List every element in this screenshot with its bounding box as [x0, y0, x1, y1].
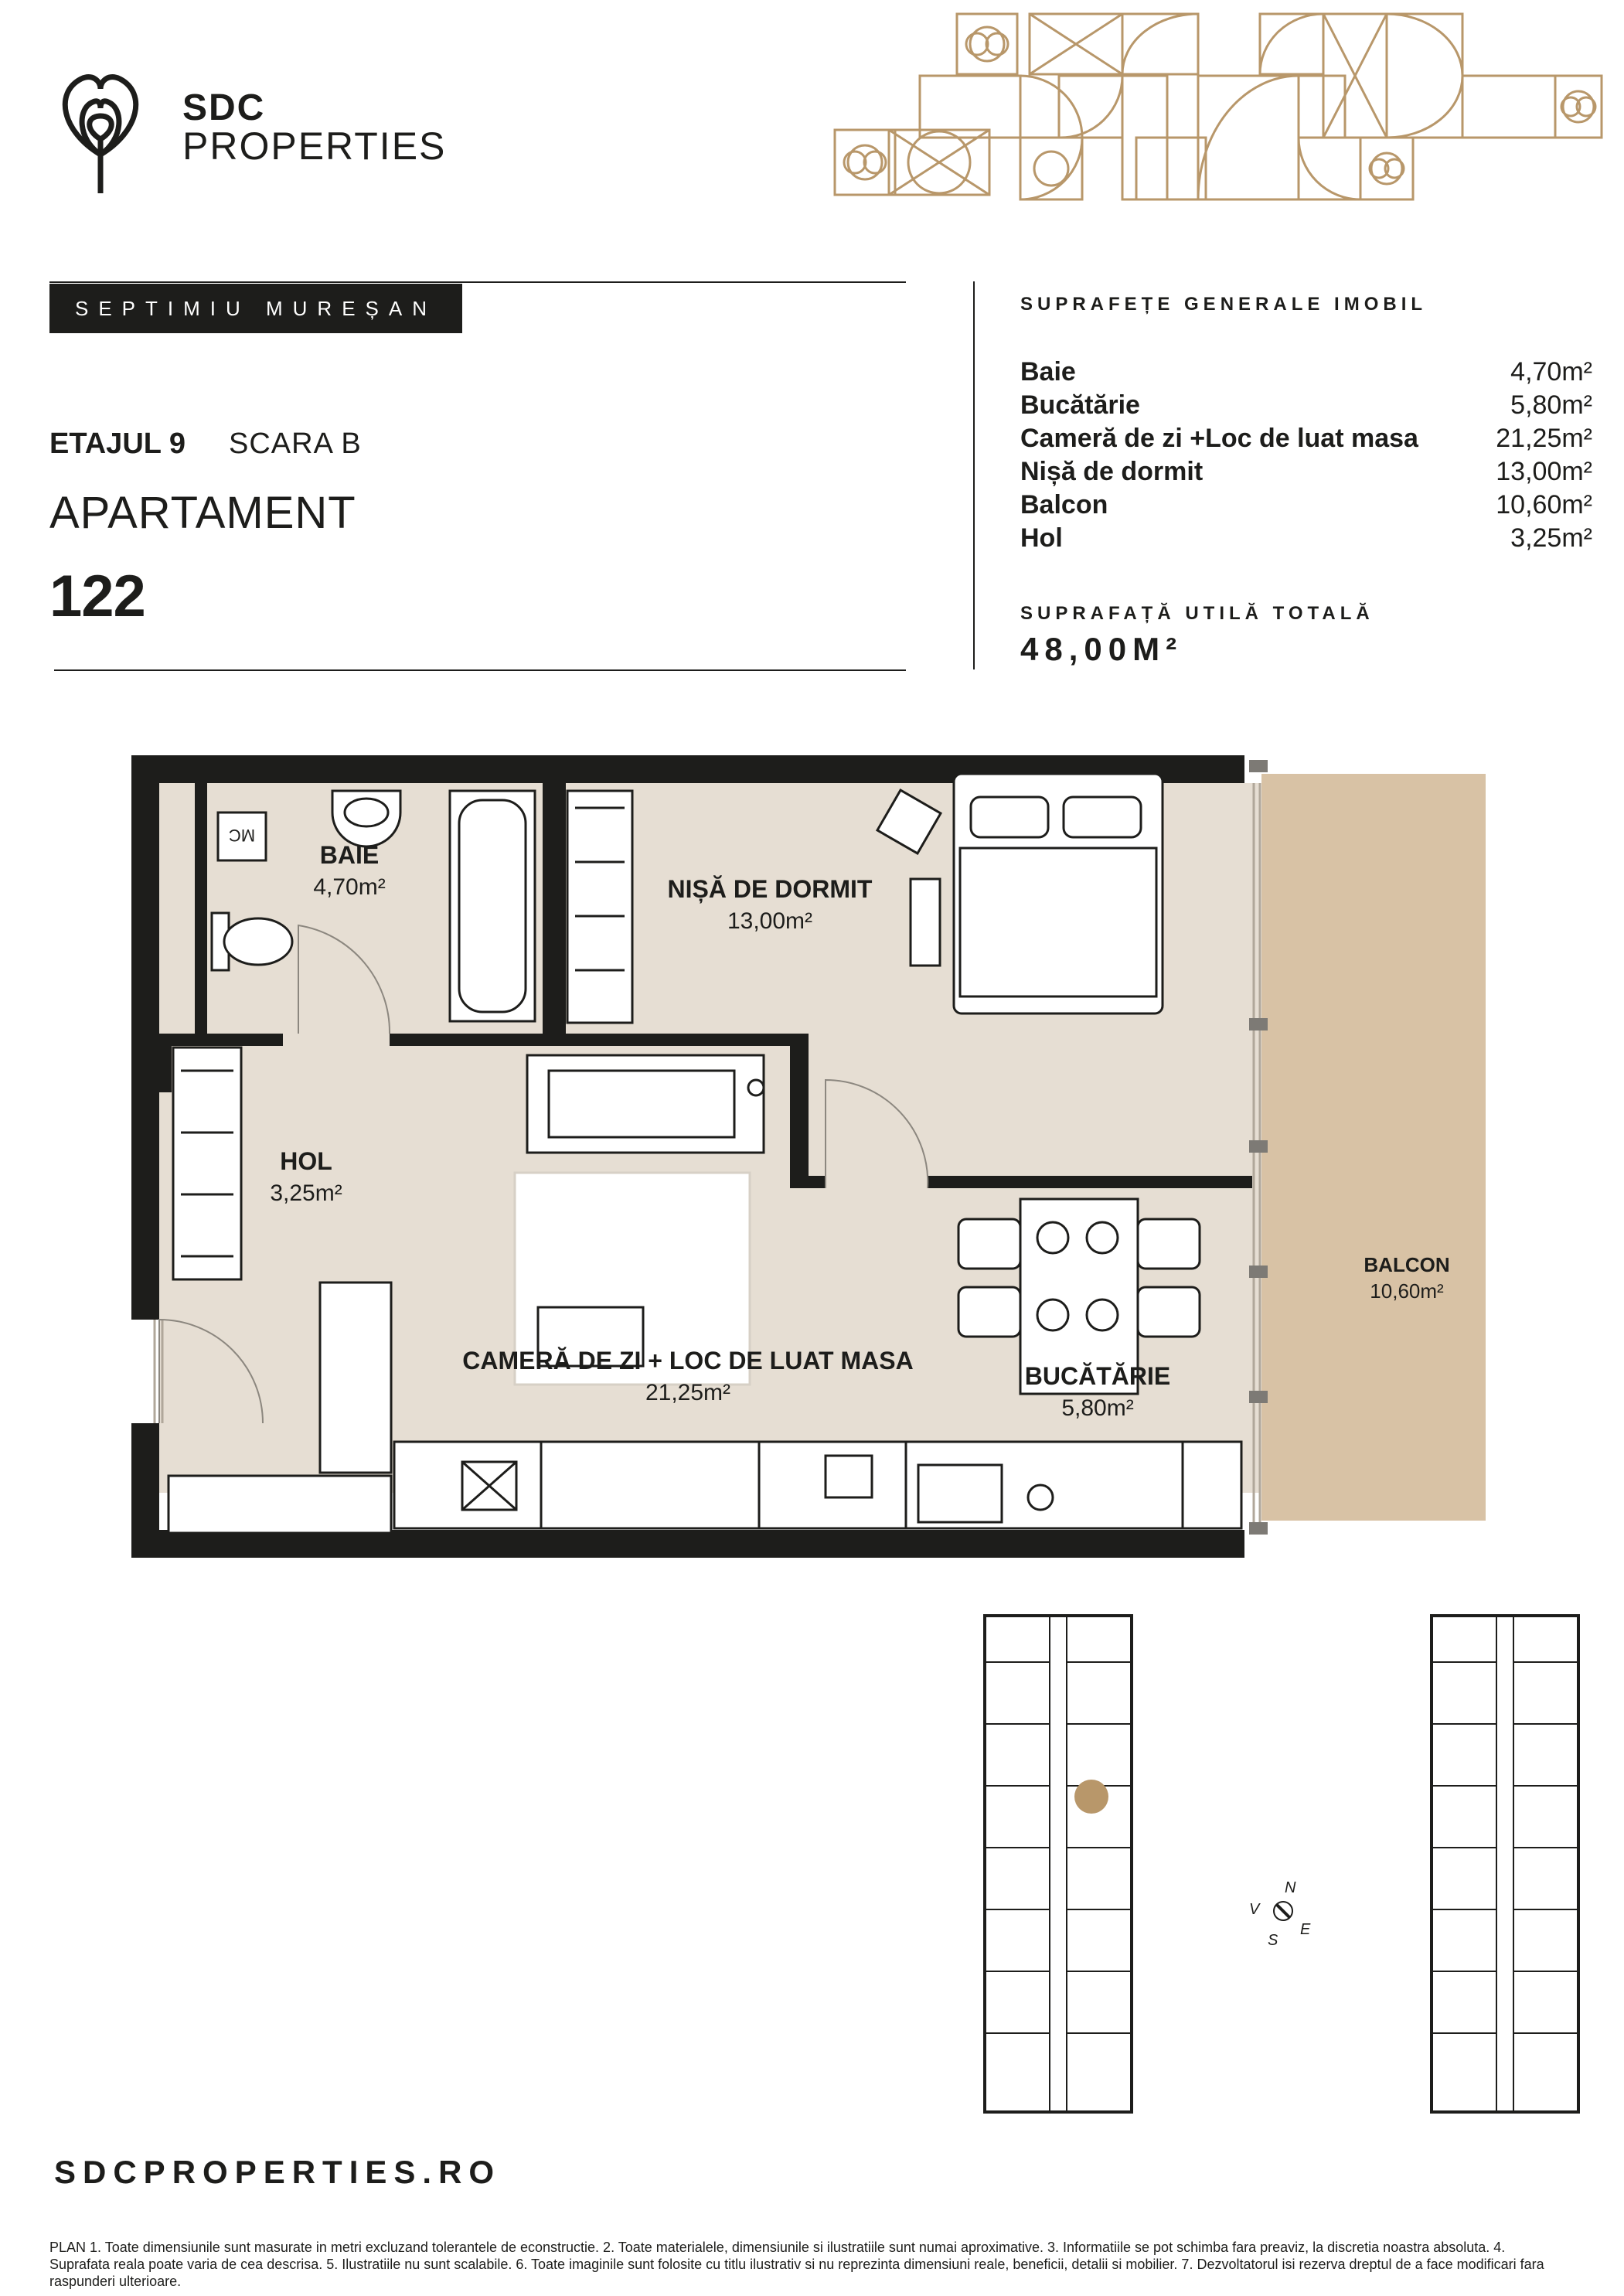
kitchen-counter: [393, 1440, 1243, 1530]
logo-name-line1: SDC: [182, 87, 266, 128]
surface-row-hol: Hol 3,25m²: [1020, 523, 1592, 556]
legal-disclaimer: PLAN 1. Toate dimensiunile sunt masurate…: [49, 2240, 1544, 2289]
wardrobe-bedroom: [566, 789, 634, 1024]
header-bottom-rule: [54, 669, 906, 671]
room-name-baie: BAIE: [320, 841, 379, 869]
header-top-rule: [49, 281, 906, 283]
surface-row-nisa: Nișă de dormit 13,00m²: [1020, 457, 1592, 489]
balcony-floor: [1261, 774, 1486, 1521]
compass-east: E: [1300, 1921, 1311, 1938]
header-vertical-divider: [973, 281, 975, 669]
room-area-hol: 3,25m²: [270, 1180, 342, 1206]
room-name-bucatarie: BUCĂTĂRIE: [1025, 1362, 1170, 1390]
sofa-icon: [526, 1054, 765, 1154]
surface-name: Cameră de zi +Loc de luat masa: [1020, 424, 1418, 453]
room-area-bucatarie: 5,80m²: [1061, 1395, 1133, 1421]
bathtub-icon: [448, 789, 536, 1023]
surface-row-camera: Cameră de zi +Loc de luat masa 21,25m²: [1020, 424, 1592, 456]
apartment-number: 122: [49, 564, 146, 629]
room-name-nisa: NIȘĂ DE DORMIT: [668, 875, 873, 903]
wc-label: MC: [229, 826, 255, 845]
wc-fixture: [216, 811, 267, 862]
website-link[interactable]: SDCPROPERTIES.RO: [54, 2154, 502, 2190]
surface-area: 21,25m²: [1496, 424, 1592, 453]
apartment-label: APARTAMENT: [49, 488, 356, 538]
surface-name: Hol: [1020, 523, 1063, 553]
project-name-badge: SEPTIMIU MUREȘAN: [49, 284, 462, 333]
key-plan: N E S V: [983, 1614, 1580, 2114]
toilet-icon: [210, 911, 294, 972]
total-area-value: 48,00M²: [1020, 631, 1183, 667]
surface-area: 5,80m²: [1510, 390, 1592, 420]
stair-label: SCARA B: [229, 428, 362, 460]
surface-area: 4,70m²: [1510, 357, 1592, 387]
logo-tree-icon: [62, 74, 139, 193]
surface-name: Bucătărie: [1020, 390, 1140, 420]
wardrobe-entry: [167, 1281, 393, 1535]
decorative-pattern: [833, 12, 1603, 201]
room-name-camera: CAMERĂ DE ZI + LOC DE LUAT MASA: [462, 1347, 913, 1375]
logo-name-line2: PROPERTIES: [182, 124, 447, 168]
bedroom-rug: [909, 877, 941, 967]
floor-plan: MC: [131, 755, 1486, 1558]
window-frame: [153, 783, 1261, 1530]
compass-icon: [1273, 1901, 1293, 1921]
apartment-location-marker: [1074, 1780, 1108, 1814]
compass-west: V: [1249, 1901, 1261, 1918]
room-name-balcon: BALCON: [1364, 1253, 1449, 1276]
surfaces-title: SUPRAFEȚE GENERALE IMOBIL: [1020, 294, 1428, 315]
room-area-camera: 21,25m²: [645, 1380, 730, 1405]
compass-north: N: [1285, 1879, 1296, 1896]
nightstand-icon: [875, 788, 943, 856]
wardrobe-hall: [172, 1046, 243, 1281]
room-area-balcon: 10,60m²: [1370, 1279, 1444, 1303]
surface-area: 13,00m²: [1496, 457, 1592, 486]
room-area-nisa: 13,00m²: [727, 908, 812, 934]
coffee-table-icon: [536, 1306, 645, 1368]
surface-area: 3,25m²: [1510, 523, 1592, 553]
total-area-title: SUPRAFAȚĂ UTILĂ TOTALĂ: [1020, 603, 1374, 624]
surface-row-baie: Baie 4,70m²: [1020, 357, 1592, 390]
surface-name: Balcon: [1020, 490, 1108, 519]
sink-icon: [331, 789, 402, 848]
window-mullions: [1249, 760, 1268, 1535]
compass-south: S: [1268, 1932, 1278, 1949]
surface-row-balcon: Balcon 10,60m²: [1020, 490, 1592, 523]
room-name-hol: HOL: [280, 1147, 332, 1175]
room-area-baie: 4,70m²: [313, 874, 385, 900]
surface-row-bucatarie: Bucătărie 5,80m²: [1020, 390, 1592, 423]
bed-icon: [952, 772, 1164, 1015]
surface-area: 10,60m²: [1496, 490, 1592, 519]
surface-name: Nișă de dormit: [1020, 457, 1204, 486]
surface-name: Baie: [1020, 357, 1076, 387]
floor-label: ETAJUL 9: [49, 428, 186, 460]
dining-chairs: [957, 1218, 1201, 1338]
door-swings: [158, 924, 929, 1424]
